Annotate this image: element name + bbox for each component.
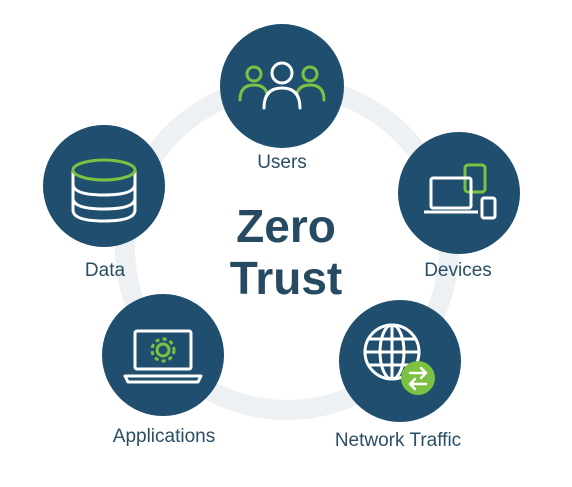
title-line-zero: Zero: [236, 200, 336, 252]
label-data: Data: [84, 260, 126, 281]
globe-exchange-icon: [363, 323, 421, 381]
diagram-title: Zero Trust: [186, 200, 386, 304]
node-applications: [102, 294, 224, 416]
users-circle: [220, 24, 344, 148]
label-users: Users: [257, 152, 307, 173]
node-users: [220, 24, 344, 148]
users-group-icon: [238, 61, 326, 110]
arrows-exchange-icon: [408, 366, 428, 391]
node-devices: [398, 132, 520, 254]
title-line-trust: Trust: [229, 252, 343, 304]
network-traffic-circle: [339, 300, 461, 422]
node-data: [43, 125, 165, 247]
label-applications: Applications: [112, 426, 216, 447]
node-network-traffic: [339, 300, 461, 422]
label-devices: Devices: [424, 260, 492, 281]
devices-icon: [424, 163, 497, 220]
data-circle: [43, 125, 165, 247]
label-network-traffic: Network Traffic: [334, 430, 462, 451]
database-icon: [71, 158, 137, 223]
devices-circle: [398, 132, 520, 254]
laptop-gear-icon: [123, 329, 203, 384]
exchange-badge-icon: [401, 361, 435, 395]
